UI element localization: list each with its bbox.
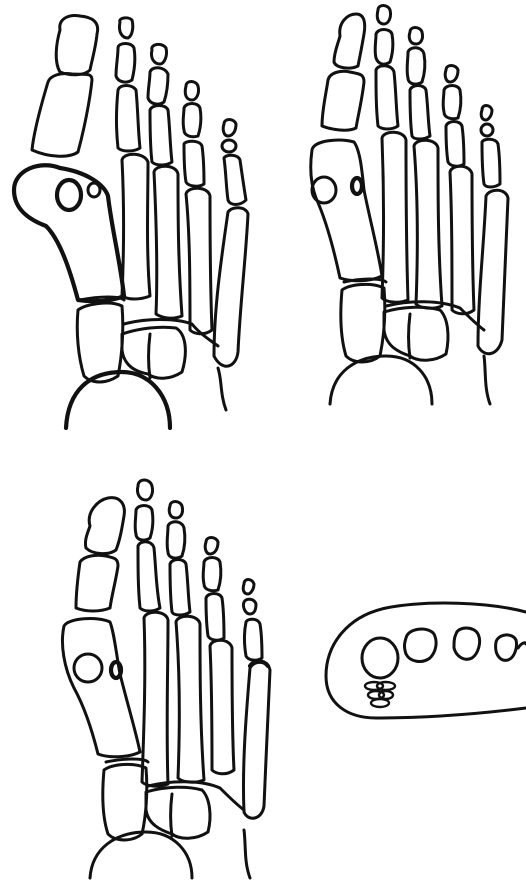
fourth-toe: [183, 82, 212, 334]
first-metatarsal: [62, 619, 140, 757]
first-metatarsal-head: [362, 638, 398, 678]
hallux-phalanges: [322, 14, 365, 130]
fourth-metatarsal-head: [496, 635, 517, 660]
first-metatarsal: [14, 165, 124, 301]
hallux-phalanges: [32, 16, 98, 157]
fifth-toe: [243, 580, 270, 819]
third-metatarsal-head: [454, 628, 480, 659]
fourth-toe: [203, 538, 234, 774]
tarsal-bones: [66, 297, 226, 428]
second-toe: [116, 18, 150, 299]
tarsal-bones: [330, 279, 490, 404]
third-toe: [407, 28, 442, 309]
third-toe: [167, 502, 204, 783]
sesamoid-bones: [365, 682, 395, 707]
first-metatarsal: [311, 140, 382, 281]
sesamoid-bone: [312, 177, 336, 203]
sesamoid-bone: [74, 654, 102, 682]
second-toe: [135, 480, 168, 786]
sesamoid-bone: [57, 180, 81, 210]
hallux-phalanges: [76, 498, 124, 611]
foot-drawing-top-right: [300, 0, 526, 420]
second-metatarsal-head: [405, 629, 437, 661]
sesamoid-bone-small: [352, 178, 362, 194]
foot-drawing-top-left: [0, 0, 260, 430]
sesamoid-bone-small: [88, 183, 100, 197]
foot-drawing-bottom-left: [50, 470, 300, 880]
sesamoid-bone-small: [111, 662, 121, 678]
third-toe: [148, 44, 182, 318]
cross-section-drawing: [318, 594, 526, 724]
fifth-toe: [214, 120, 248, 367]
fourth-toe: [443, 66, 474, 314]
fifth-toe: [478, 106, 508, 354]
metatarsal-heads: [362, 628, 526, 678]
tarsal-bones: [90, 759, 250, 878]
